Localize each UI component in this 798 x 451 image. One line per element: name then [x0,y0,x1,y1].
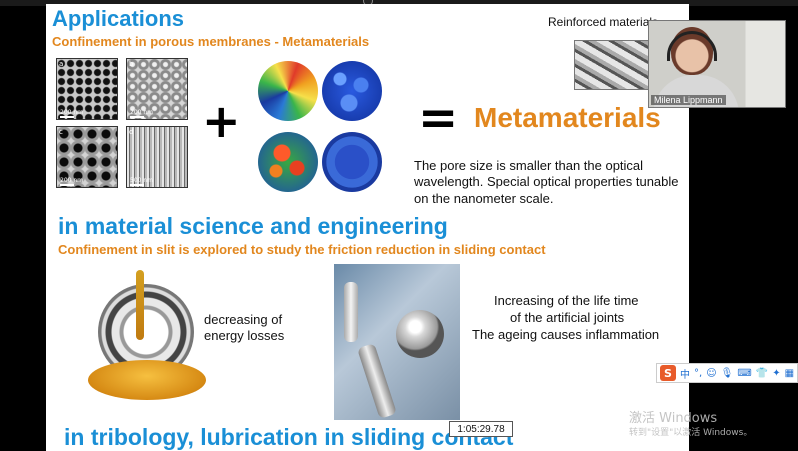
presentation-slide: Applications Confinement in porous membr… [46,4,689,451]
bearing-image [88,266,206,406]
metamaterials-heading: Metamaterials [474,102,661,133]
grid-icon[interactable]: ▦ [784,367,795,379]
emoji-icon[interactable]: ☺ [706,367,717,379]
section-heading-tribology: in tribology, lubrication in sliding con… [64,424,514,450]
ime-toolbar[interactable]: S 中 °, ☺ 🎙 ⌨ 👕 ✦ ▦ [656,363,798,383]
equals-sign: = [418,90,459,146]
reinforced-materials-image [574,40,654,90]
simulation-sphere-4 [322,132,382,192]
microphone-icon[interactable]: 🎙 [720,367,734,379]
simulation-sphere-2 [322,61,382,121]
ime-mode-chinese[interactable]: 中 [680,369,690,381]
joint-lifetime-line-2: of the artificial joints [510,310,625,325]
activation-watermark-title: 激活 Windows [629,411,718,426]
joint-lifetime-line-1: Increasing of the life time [494,293,639,308]
pore-size-description: The pore size is smaller than the optica… [414,158,679,206]
sem-image-a: a 200 nm [56,58,118,120]
simulation-sphere-3 [258,132,318,192]
hip-joint-image [334,264,460,420]
sem-image-b: b 200 nm [126,58,188,120]
skin-icon[interactable]: 👕 [755,367,769,379]
section-heading-material-science: in material science and engineering [58,213,448,239]
webcam-video-tile[interactable]: Milena Lippmann [648,20,786,108]
tools-icon[interactable]: ✦ [772,367,781,379]
punctuation-icon[interactable]: °, [694,367,703,379]
slide-title: Applications [52,6,185,31]
reinforced-materials-label: Reinforced materials [548,15,659,29]
sogou-logo-icon[interactable]: S [660,365,676,381]
plus-sign: + [202,94,241,148]
simulation-sphere-1 [258,61,318,121]
energy-losses-text: decreasing of energy losses [204,312,285,344]
joint-lifetime-line-3: The ageing causes inflammation [472,327,660,342]
participant-name-label: Milena Lippmann [651,95,726,105]
recording-timecode: 1:05:29.78 [449,421,513,437]
subtitle-friction-reduction: Confinement in slit is explored to study… [58,242,546,257]
sem-image-c: c 200 nm [56,126,118,188]
keyboard-icon[interactable]: ⌨ [737,367,752,379]
activation-watermark-hint: 转到"设置"以激活 Windows。 [629,428,753,438]
sem-image-d: d 500 nm [126,126,188,188]
subtitle-porous-membranes: Confinement in porous membranes - Metama… [52,34,370,49]
